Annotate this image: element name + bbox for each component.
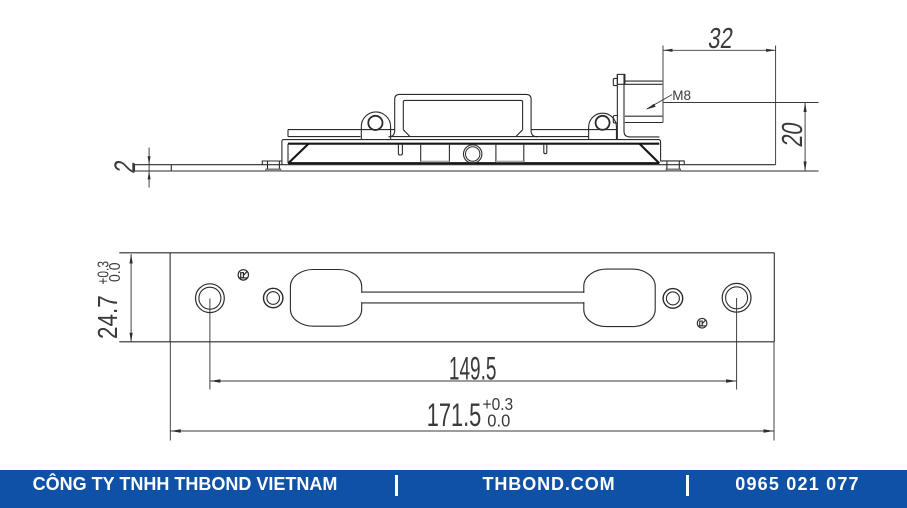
- svg-text:149.5: 149.5: [449, 350, 497, 386]
- svg-text:0.0: 0.0: [107, 262, 124, 282]
- svg-text:+0.3: +0.3: [483, 394, 514, 414]
- svg-text:2: 2: [110, 158, 141, 175]
- svg-text:24.7: 24.7: [92, 295, 123, 339]
- svg-text:171.5: 171.5: [427, 397, 482, 433]
- svg-text:20: 20: [777, 120, 808, 149]
- svg-text:32: 32: [706, 23, 735, 54]
- svg-text:M8: M8: [672, 88, 691, 103]
- svg-text:0.0: 0.0: [487, 411, 510, 431]
- svg-text:+0.3: +0.3: [96, 261, 113, 285]
